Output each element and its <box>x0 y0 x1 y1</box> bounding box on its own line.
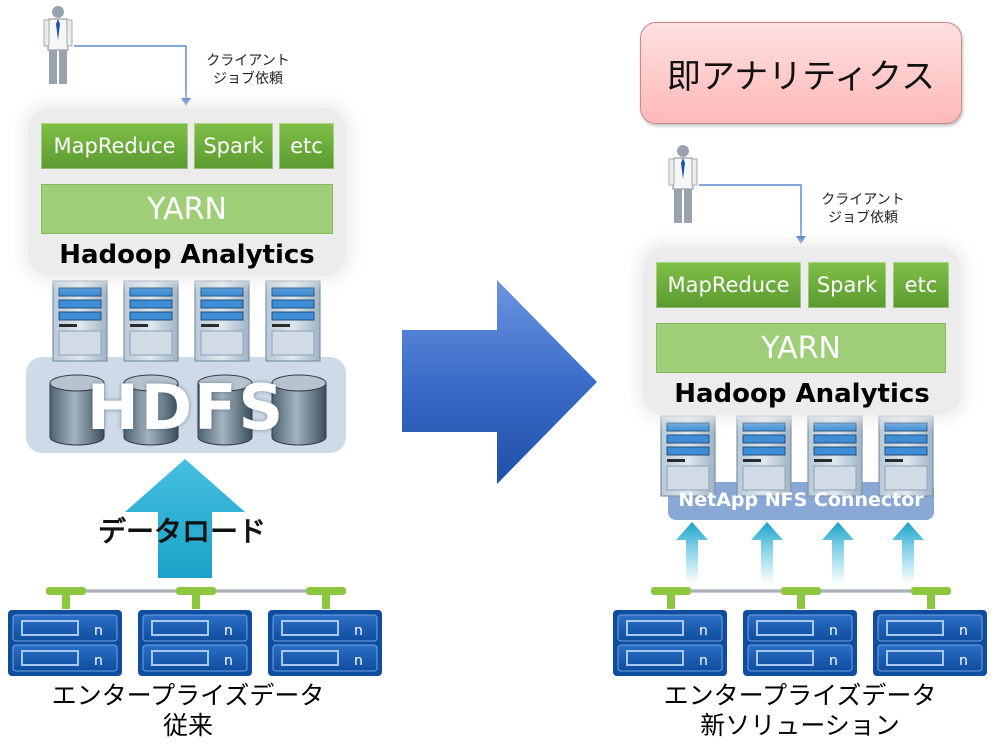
right-etc-box: etc <box>893 262 949 308</box>
right-request-line <box>699 184 802 240</box>
hdfs-label: HDFS <box>86 371 286 444</box>
nfs-connector-band <box>668 482 934 520</box>
left-storage-icon <box>137 609 253 677</box>
right-user-icon <box>668 144 698 224</box>
left-enterprise-data-label: エンタープライズデータ 従来 <box>18 681 358 741</box>
left-storage-icon <box>267 609 383 677</box>
right-analytics-title: Hadoop Analytics <box>674 379 930 409</box>
thin-up-arrow <box>676 522 708 584</box>
instant-analytics-banner: 即アナリティクス <box>640 22 962 124</box>
right-mapreduce-box: MapReduce <box>656 262 801 308</box>
data-load-label: データロード <box>98 515 267 548</box>
left-storage-rail <box>46 587 346 609</box>
right-enterprise-data-label: エンタープライズデータ 新ソリューション <box>630 681 970 741</box>
left-analytics-title: Hadoop Analytics <box>59 240 315 270</box>
transition-arrow <box>402 280 597 484</box>
right-storage-icon <box>612 609 728 677</box>
thin-up-arrow <box>892 522 924 584</box>
left-request-line <box>74 45 187 102</box>
right-request-label: クライアント ジョブ依頼 <box>821 192 905 226</box>
left-yarn-box: YARN <box>41 184 333 234</box>
right-request-arrowhead <box>796 236 806 244</box>
right-yarn-box: YARN <box>656 323 946 373</box>
right-server-icon <box>660 415 716 497</box>
nfs-connector-label: NetApp NFS Connector <box>678 489 924 511</box>
right-spark-box: Spark <box>808 262 886 308</box>
left-storage-icon <box>7 609 123 677</box>
left-server-icon <box>194 280 250 362</box>
hdfs-band <box>26 357 346 453</box>
left-server-icon <box>265 280 321 362</box>
left-user-icon <box>43 5 73 85</box>
right-storage-icon <box>742 609 858 677</box>
left-caption: 従来 <box>162 711 213 740</box>
thin-up-arrow <box>822 522 854 584</box>
right-server-icon <box>736 415 792 497</box>
right-server-icon <box>807 415 863 497</box>
right-caption: 新ソリューション <box>700 711 900 740</box>
right-storage-icon <box>872 609 988 677</box>
left-request-label: クライアント ジョブ依頼 <box>206 53 290 87</box>
left-server-icon <box>123 280 179 362</box>
left-etc-box: etc <box>279 123 334 169</box>
right-server-icon <box>878 415 934 497</box>
left-request-arrowhead <box>181 98 191 106</box>
data-load-arrow <box>125 459 245 578</box>
thin-up-arrow <box>751 522 783 584</box>
left-server-icon <box>52 280 108 362</box>
left-spark-box: Spark <box>194 123 273 169</box>
left-mapreduce-box: MapReduce <box>41 123 188 169</box>
right-storage-rail <box>651 587 951 609</box>
